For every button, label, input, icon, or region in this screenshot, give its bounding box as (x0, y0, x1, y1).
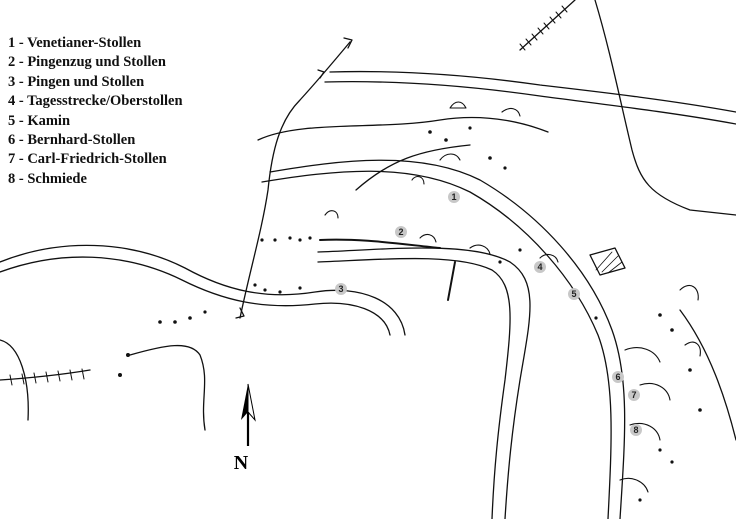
north-label: N (233, 452, 249, 474)
building-hatch (595, 251, 623, 274)
marker-label: 7 (631, 390, 636, 400)
trail-arrow-2 (317, 69, 325, 79)
boundary-line (257, 116, 549, 141)
trail-arrow-1 (343, 37, 353, 49)
legend-item: 3 - Pingen und Stollen (8, 73, 145, 90)
map-legend: 1 - Venetianer-Stollen 2 - Pingenzug und… (8, 34, 183, 189)
valley-line (594, 0, 736, 216)
marker-7: 7 (628, 389, 640, 401)
marker-label: 1 (451, 192, 456, 202)
southwest-line (0, 339, 29, 421)
marker-label: 5 (571, 289, 576, 299)
debris-dots (118, 126, 702, 502)
adit-line (319, 238, 456, 301)
marker-4: 4 (534, 261, 546, 273)
legend-item: 8 - Schmiede (8, 170, 87, 187)
marker-5: 5 (568, 288, 580, 300)
east-edge-line (679, 309, 736, 441)
building (589, 247, 626, 276)
marker-label: 2 (398, 227, 403, 237)
railway-southwest (0, 369, 91, 381)
road-west (0, 244, 406, 336)
road-north (324, 70, 736, 125)
road-central (317, 247, 531, 519)
pit-cluster (324, 101, 701, 493)
marker-label: 3 (338, 284, 343, 294)
legend-item: 2 - Pingenzug und Stollen (8, 54, 166, 71)
legend-item: 1 - Venetianer-Stollen (8, 35, 142, 51)
railway-hatch-southwest (9, 368, 85, 386)
marker-1: 1 (448, 191, 460, 203)
railway-north (519, 0, 576, 51)
marker-3: 3 (335, 283, 347, 295)
north-arrow-icon (241, 383, 256, 446)
road-diagonal (261, 159, 626, 519)
legend-item: 5 - Kamin (8, 112, 71, 129)
site-markers: 1 2 3 4 5 6 7 8 (335, 191, 642, 436)
legend-item: 6 - Bernhard-Stollen (8, 132, 136, 149)
marker-label: 8 (633, 425, 638, 435)
marker-2: 2 (395, 226, 407, 238)
legend-item: 4 - Tagesstrecke/Oberstollen (8, 93, 183, 110)
railway-hatch-north (519, 5, 568, 51)
trail-path (239, 41, 351, 319)
legend-item: 7 - Carl-Friedrich-Stollen (8, 151, 167, 168)
ridge-line (355, 144, 471, 191)
trail-arrow-3 (235, 307, 245, 319)
marker-6: 6 (612, 371, 624, 383)
marker-label: 4 (537, 262, 542, 272)
marker-8: 8 (630, 424, 642, 436)
marker-label: 6 (615, 372, 620, 382)
stream-line (129, 344, 206, 431)
